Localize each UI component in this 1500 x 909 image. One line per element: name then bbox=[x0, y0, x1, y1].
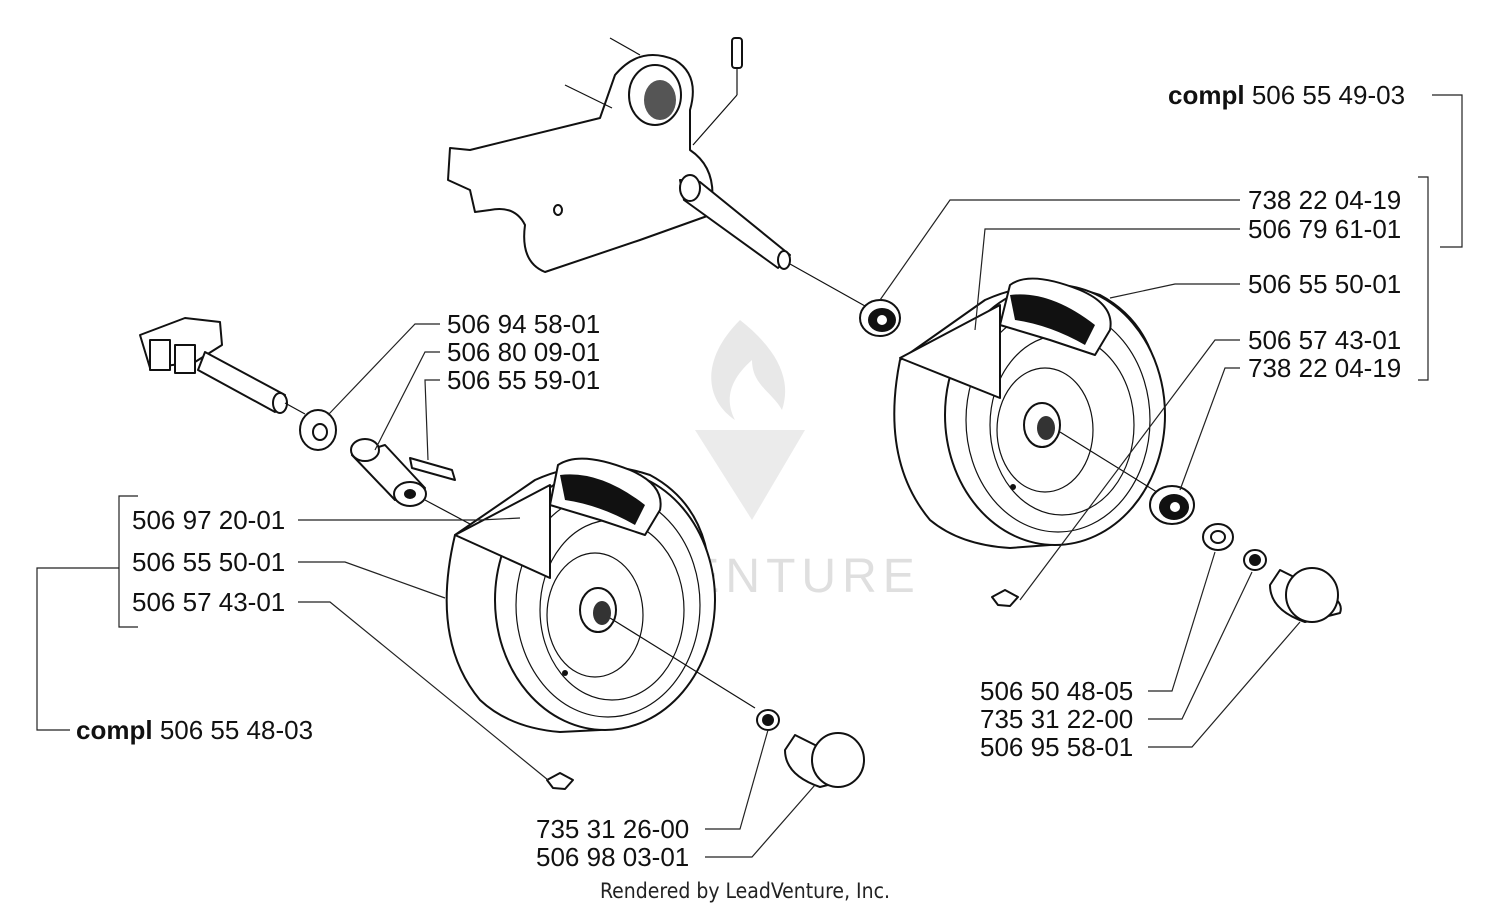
axle-washer bbox=[299, 409, 337, 451]
left-hub-cap bbox=[784, 732, 865, 788]
right-wheel-drawing bbox=[893, 277, 1166, 549]
right-bearing-top bbox=[859, 299, 901, 337]
assembly-number: 506 55 49-03 bbox=[1252, 80, 1405, 110]
assembly-prefix: compl bbox=[1168, 80, 1245, 110]
part-number[interactable]: 738 22 04-19 bbox=[1248, 353, 1401, 383]
left-wheel-drawing bbox=[445, 457, 716, 733]
assembly-label-right: compl 506 55 49-03 bbox=[1168, 80, 1405, 110]
part-number[interactable]: 735 31 22-00 bbox=[980, 704, 1133, 734]
part-number[interactable]: 506 97 20-01 bbox=[132, 505, 285, 535]
right-hub-cap bbox=[1269, 567, 1342, 623]
part-number[interactable]: 506 80 09-01 bbox=[447, 337, 600, 367]
part-number[interactable]: 735 31 26-00 bbox=[536, 814, 689, 844]
part-number[interactable]: 506 98 03-01 bbox=[536, 842, 689, 872]
axle-bushing bbox=[350, 438, 427, 507]
part-number[interactable]: 738 22 04-19 bbox=[1248, 185, 1401, 215]
bracket-drawing bbox=[447, 37, 791, 273]
part-number[interactable]: 506 57 43-01 bbox=[1248, 325, 1401, 355]
part-number[interactable]: 506 95 58-01 bbox=[980, 732, 1133, 762]
part-number[interactable]: 506 55 50-01 bbox=[1248, 269, 1401, 299]
part-number[interactable]: 506 57 43-01 bbox=[132, 587, 285, 617]
assembly-prefix: compl bbox=[76, 715, 153, 745]
left-axle-drawing bbox=[139, 317, 306, 415]
footer-credit: Rendered by LeadVenture, Inc. bbox=[600, 879, 890, 903]
part-number[interactable]: 506 50 48-05 bbox=[980, 676, 1133, 706]
right-bearing-bottom bbox=[1149, 485, 1195, 525]
part-number[interactable]: 506 55 50-01 bbox=[132, 547, 285, 577]
part-number[interactable]: 506 94 58-01 bbox=[447, 309, 600, 339]
part-number[interactable]: 506 79 61-01 bbox=[1248, 214, 1401, 244]
assembly-label-left: compl 506 55 48-03 bbox=[76, 715, 313, 745]
part-number[interactable]: 506 55 59-01 bbox=[447, 365, 600, 395]
assembly-number: 506 55 48-03 bbox=[160, 715, 313, 745]
